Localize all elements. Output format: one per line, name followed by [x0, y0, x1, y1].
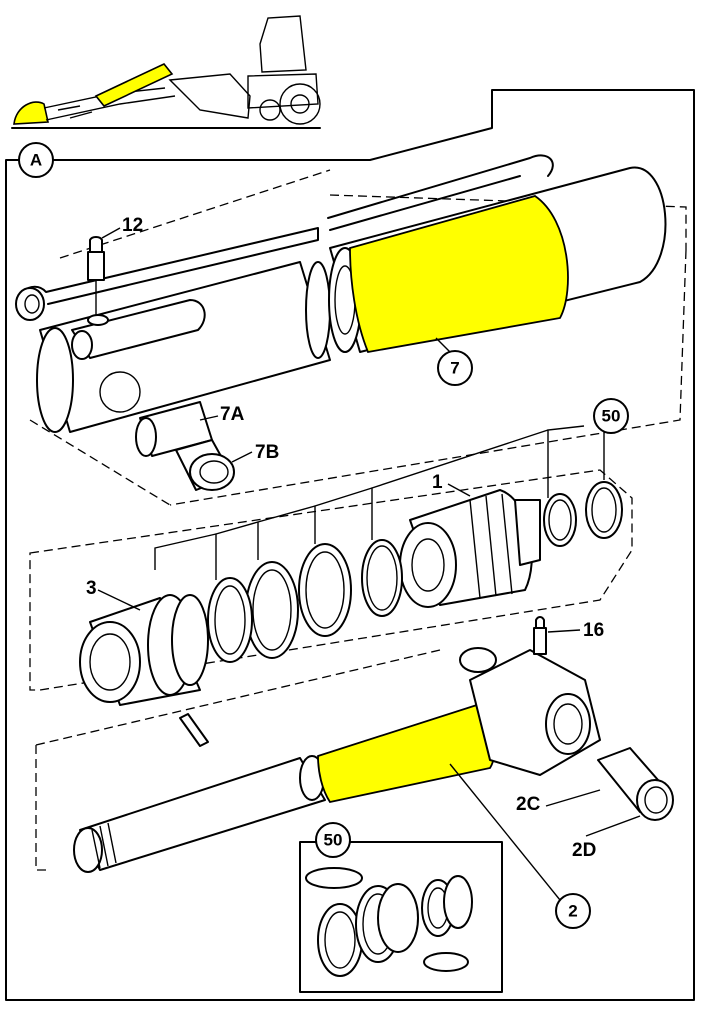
cylinder-tube-assembly: [15, 154, 667, 433]
view-label-a: A: [18, 142, 54, 178]
view-label-text: A: [30, 151, 42, 170]
label-1: 1: [432, 472, 443, 493]
callout-7: 7: [437, 350, 473, 386]
callout-7-text: 7: [450, 359, 459, 378]
label-7a: 7A: [220, 404, 245, 425]
backhoe-loader-thumbnail: [11, 15, 321, 129]
label-16: 16: [583, 620, 604, 641]
seal-kit-inset: [299, 841, 503, 993]
callout-50-upper-text: 50: [602, 407, 621, 426]
bush-7a-7b: [135, 401, 235, 491]
tube-group-dashed-box: [29, 169, 687, 506]
label-3: 3: [86, 578, 97, 599]
callout-50-upper: 50: [593, 398, 629, 434]
callout-50-lower: 50: [315, 822, 351, 858]
rod-group-dashed-box: [35, 649, 441, 871]
piston-rod-assembly: [73, 616, 674, 873]
tube-highlight: [349, 195, 569, 354]
label-12: 12: [122, 215, 143, 236]
label-2c: 2C: [516, 794, 541, 815]
grease-nipple-12: [87, 236, 109, 326]
label-7b: 7B: [255, 442, 279, 463]
callout-50-lower-text: 50: [324, 831, 343, 850]
callout-2: 2: [555, 893, 591, 929]
label-2d: 2D: [572, 840, 596, 861]
callout-2-text: 2: [568, 902, 577, 921]
frame-border: [5, 89, 695, 1001]
piston-and-seals: [79, 481, 623, 747]
leader-lines: [97, 227, 641, 901]
seal-group-dashed-box: [29, 469, 633, 691]
